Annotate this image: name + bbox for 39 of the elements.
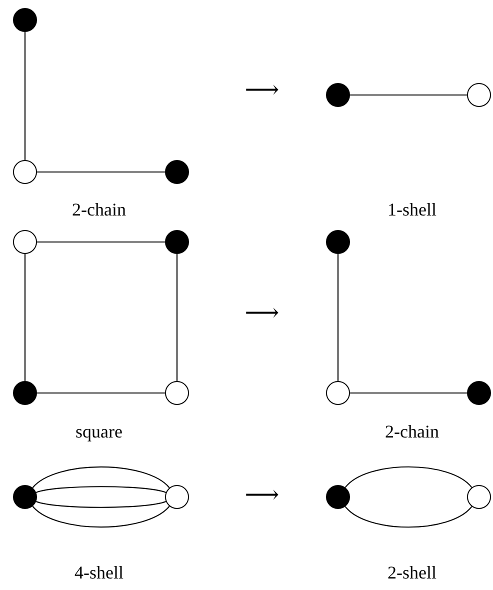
filled-vertex <box>13 485 37 509</box>
open-vertex <box>13 230 37 254</box>
graph-name: 2-shell <box>388 562 436 584</box>
graph-edge <box>37 392 165 394</box>
filled-vertex <box>165 160 189 184</box>
graph-edge <box>344 466 472 488</box>
graph-edge <box>350 94 467 96</box>
graph-name: 1-shell <box>388 200 436 220</box>
maps-to-arrow: ⟶ <box>244 300 280 328</box>
graph-edge <box>37 171 165 173</box>
graph-edge <box>337 254 339 381</box>
filled-vertex <box>326 83 350 107</box>
graph-edge <box>32 506 170 528</box>
open-vertex <box>467 485 491 509</box>
open-vertex <box>165 381 189 405</box>
filled-vertex <box>165 230 189 254</box>
graph-name: 4-shell <box>74 562 124 584</box>
open-vertex <box>326 381 350 405</box>
filled-vertex <box>326 230 350 254</box>
graph-edge <box>24 32 26 160</box>
maps-to-arrow: ⟶ <box>244 76 280 104</box>
filled-vertex <box>13 8 37 32</box>
open-vertex <box>467 83 491 107</box>
filled-vertex <box>13 381 37 405</box>
graph-edge <box>350 392 467 394</box>
graph-edge <box>37 241 165 243</box>
graph-name: square <box>76 422 122 442</box>
graph-name: 2-chain <box>385 422 439 442</box>
graph-edge <box>36 500 166 508</box>
filled-vertex <box>467 381 491 405</box>
open-vertex <box>13 160 37 184</box>
graph-name: 2-chain <box>72 200 126 220</box>
filled-vertex <box>326 485 350 509</box>
graph-edge <box>32 466 170 488</box>
graph-edge <box>24 254 26 381</box>
graph-edge <box>176 254 178 381</box>
maps-to-arrow: ⟶ <box>244 482 280 510</box>
open-vertex <box>165 485 189 509</box>
graph-edge <box>36 486 166 494</box>
